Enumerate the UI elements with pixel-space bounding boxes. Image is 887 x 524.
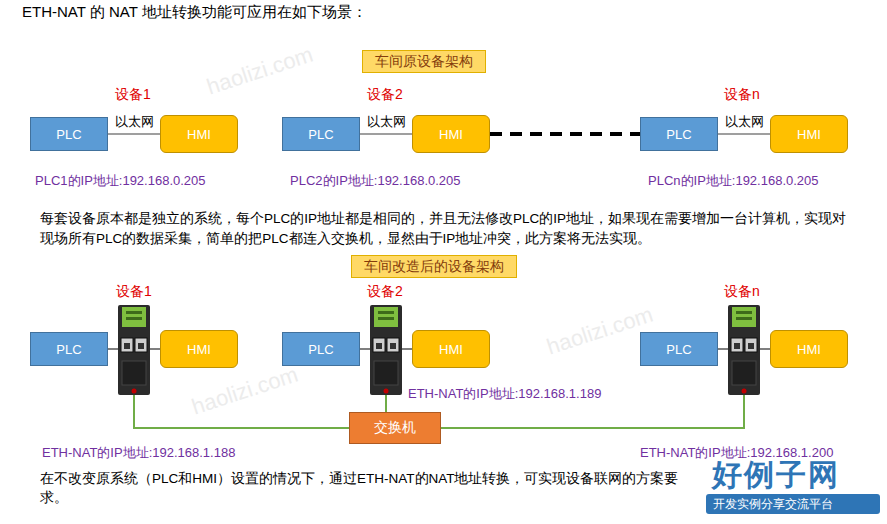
node-text: PLC: [666, 127, 691, 142]
hmi-box: HMI: [770, 330, 848, 368]
node-text: PLC: [666, 342, 691, 357]
logo-slogan: 开发实例分享交流平台: [713, 496, 833, 513]
switch-box: 交换机: [349, 412, 441, 444]
ip-label: PLC1的IP地址:192.168.0.205: [35, 172, 206, 190]
watermark: haolizi.com: [189, 362, 302, 421]
node-text: 交换机: [374, 419, 416, 437]
ip-label: PLCn的IP地址:192.168.0.205: [648, 172, 819, 190]
node-text: HMI: [187, 342, 211, 357]
ethernet-link: [490, 134, 640, 135]
plc-box: PLC: [282, 117, 360, 151]
node-text: HMI: [439, 342, 463, 357]
plc-box: PLC: [640, 117, 718, 151]
plc-box: PLC: [282, 332, 360, 366]
page-title: ETH-NAT 的 NAT 地址转换功能可应用在如下场景：: [22, 3, 367, 22]
hmi-box: HMI: [412, 115, 490, 153]
caption-text: 在不改变原系统（PLC和HMI）设置的情况下，通过ETH-NAT的NAT地址转换…: [40, 469, 690, 507]
plc-box: PLC: [30, 332, 108, 366]
device-label: 设备2: [367, 86, 403, 104]
edge-label: 以太网: [366, 113, 407, 131]
logo-text: 好例子网: [712, 455, 840, 496]
node-text: PLC: [56, 127, 81, 142]
node-text: HMI: [797, 127, 821, 142]
node-text: PLC: [308, 127, 333, 142]
edge-label: 以太网: [114, 113, 155, 131]
hmi-box: HMI: [412, 330, 490, 368]
plc-box: PLC: [30, 117, 108, 151]
description-text: 每套设备原本都是独立的系统，每个PLC的IP地址都是相同的，并且无法修改PLC的…: [40, 209, 855, 249]
watermark: haolizi.com: [204, 42, 317, 101]
device-label: 设备n: [724, 283, 760, 301]
node-text: PLC: [308, 342, 333, 357]
edge-label: 以太网: [724, 113, 765, 131]
node-text: HMI: [187, 127, 211, 142]
device-label: 设备1: [116, 283, 152, 301]
device-label: 设备2: [367, 283, 403, 301]
plc-box: PLC: [640, 332, 718, 366]
hmi-box: HMI: [160, 330, 238, 368]
ip-label: ETH-NAT的IP地址:192.168.1.188: [42, 444, 235, 462]
section-banner: 车间改造后的设备架构: [351, 255, 517, 278]
ethernet-link: [360, 134, 412, 135]
ip-label: PLC2的IP地址:192.168.0.205: [290, 172, 461, 190]
device-label: 设备n: [724, 86, 760, 104]
device-label: 设备1: [115, 86, 151, 104]
node-text: PLC: [56, 342, 81, 357]
ethernet-link: [718, 134, 770, 135]
node-text: 车间改造后的设备架构: [364, 258, 504, 276]
node-text: 车间原设备架构: [375, 53, 473, 71]
hmi-box: HMI: [160, 115, 238, 153]
ethernet-link: [108, 134, 160, 135]
node-text: HMI: [439, 127, 463, 142]
hmi-box: HMI: [770, 115, 848, 153]
section-banner: 车间原设备架构: [362, 50, 486, 73]
ip-label: ETH-NAT的IP地址:192.168.1.189: [408, 385, 601, 403]
node-text: HMI: [797, 342, 821, 357]
